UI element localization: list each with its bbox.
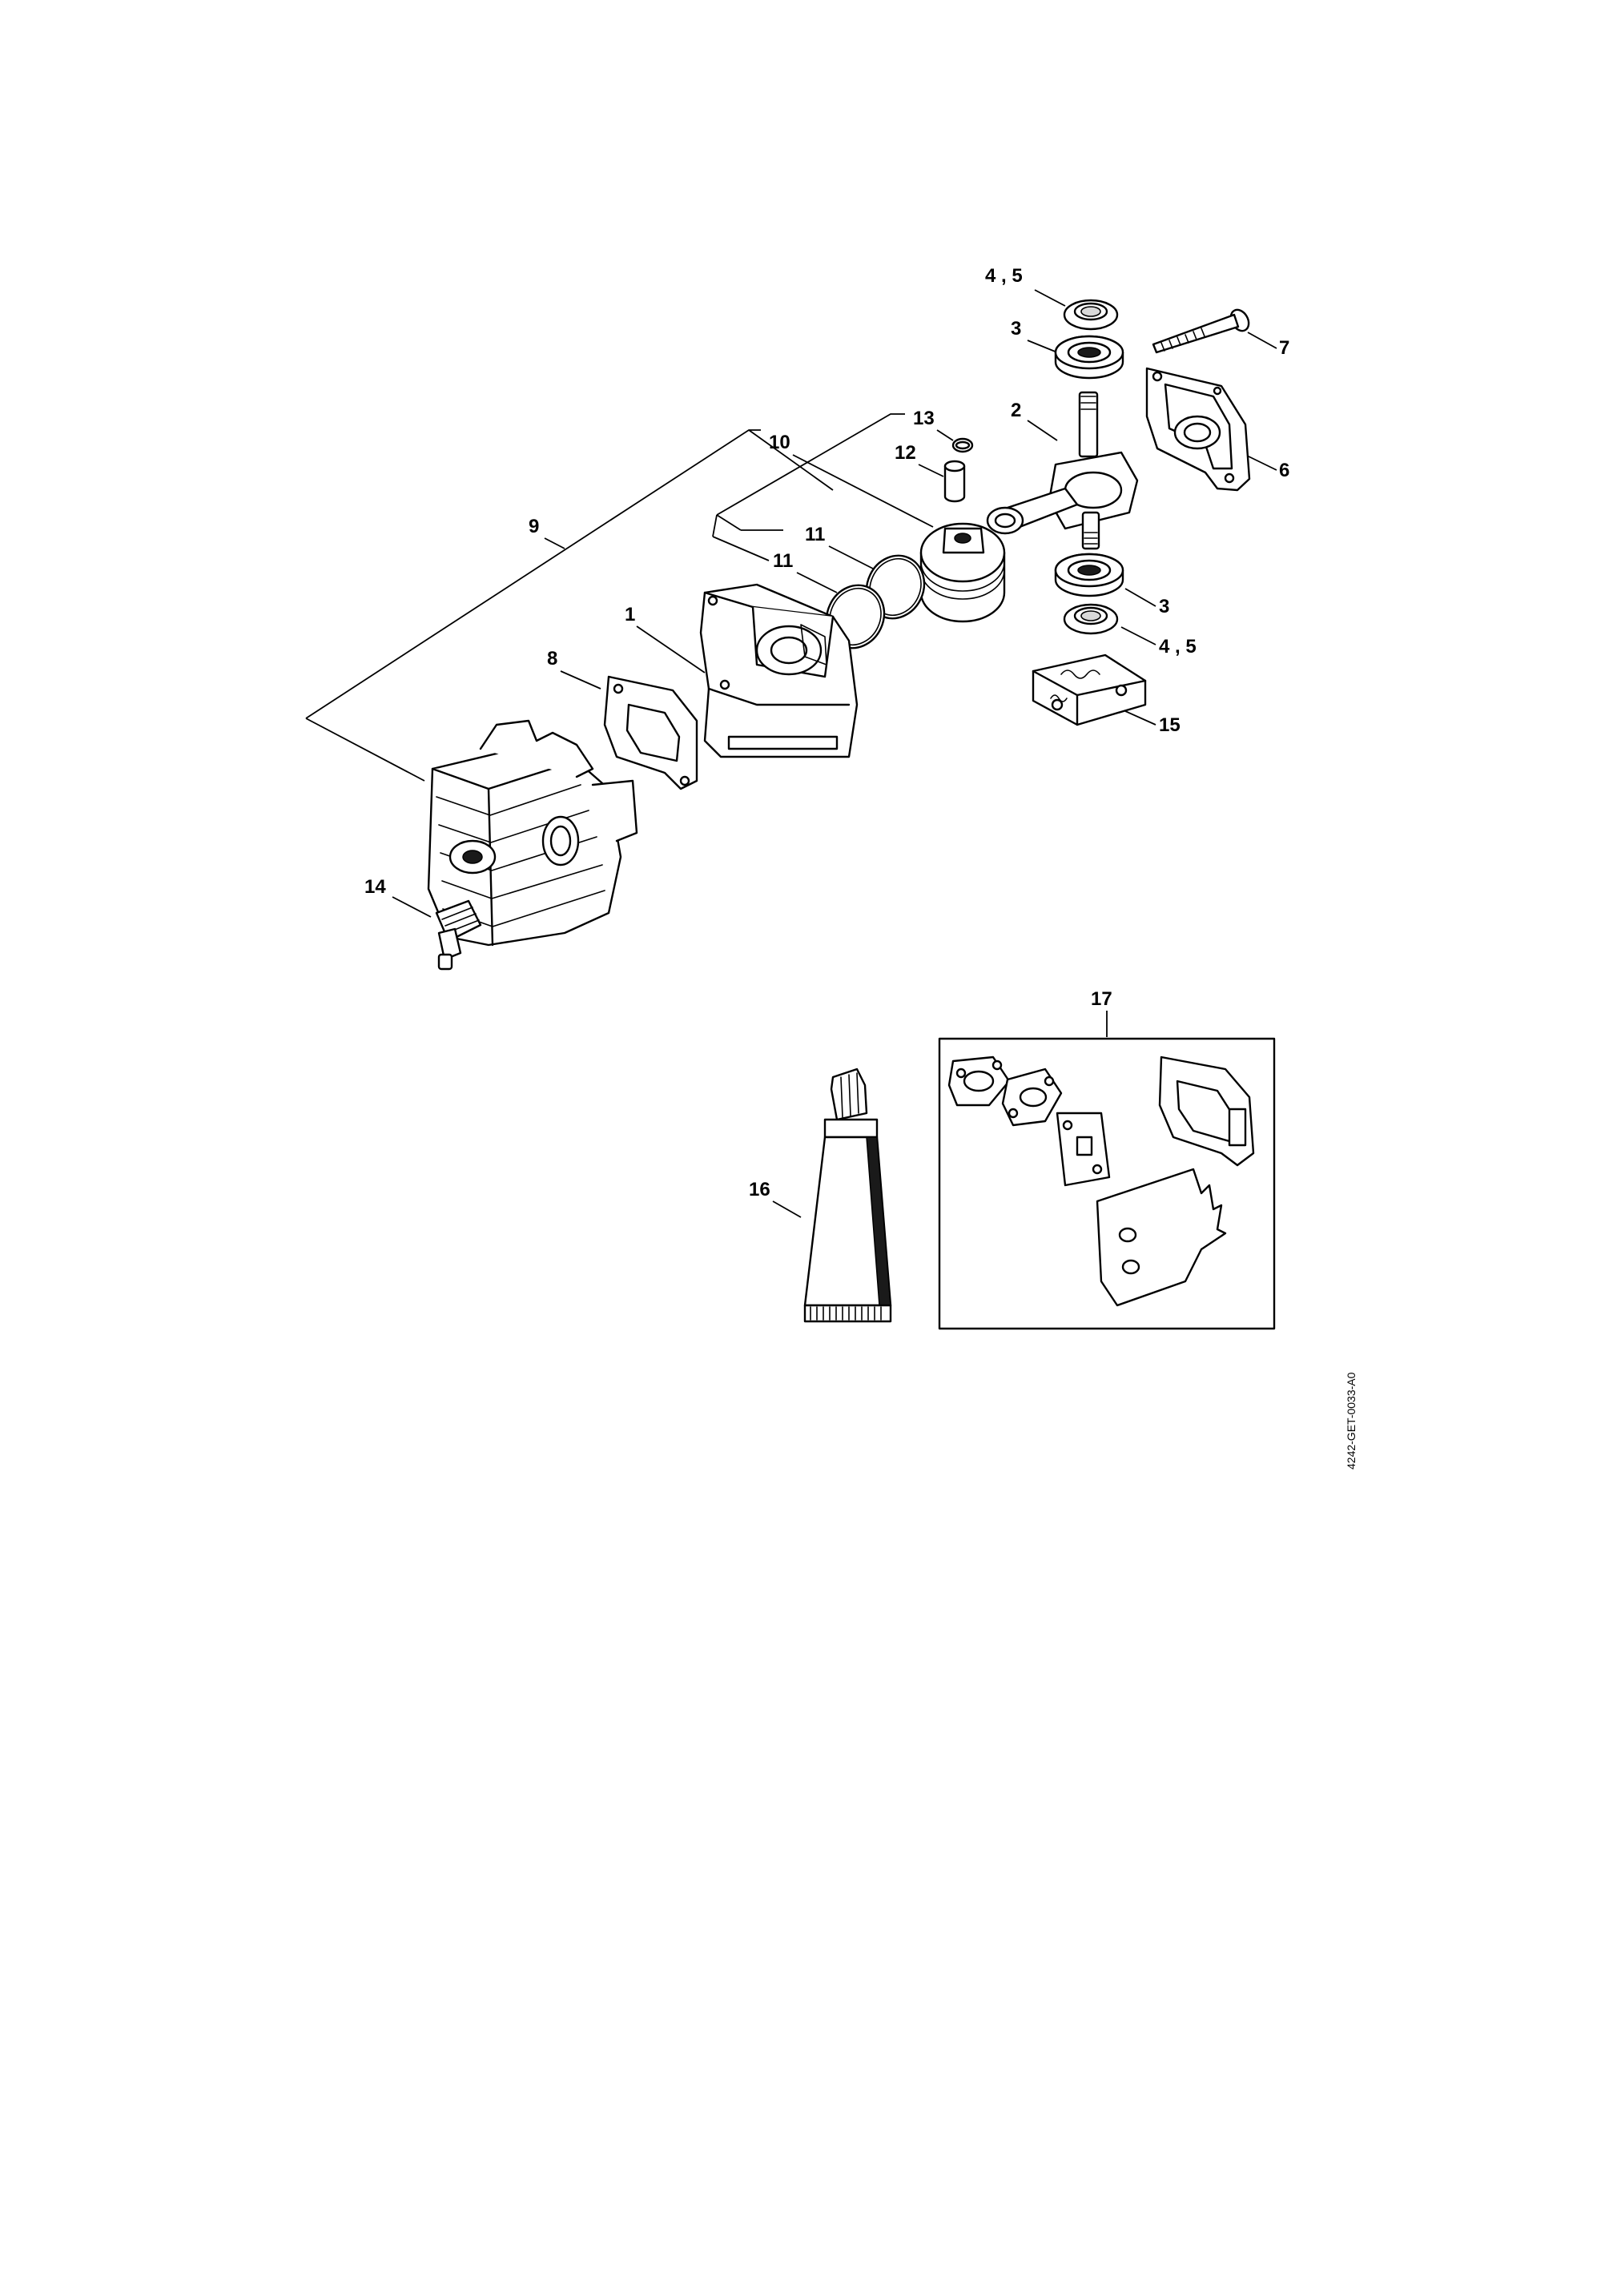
- callout-label: 12: [895, 442, 916, 464]
- callout-3-bottom: 3: [1124, 588, 1169, 617]
- crankshaft-icon: [986, 391, 1139, 550]
- cylinder-piston-assembly-icon: [427, 719, 638, 947]
- callout-14: 14: [364, 876, 432, 918]
- piston-pin-icon: [943, 460, 966, 503]
- grease-tube-icon: [803, 1068, 892, 1323]
- clutch-icon: [1032, 653, 1147, 726]
- crankcase-icon: [699, 583, 859, 758]
- callout-label: 13: [913, 408, 935, 429]
- callout-label: 1: [625, 604, 635, 625]
- gasket-set-icon: [938, 1037, 1276, 1330]
- callout-label: 6: [1279, 460, 1289, 481]
- callout-8-main: 8: [547, 648, 601, 690]
- document-number: 4242-GET-0033-A0: [1345, 1372, 1358, 1470]
- callout-16: 16: [749, 1179, 802, 1218]
- callout-1: 1: [625, 604, 706, 674]
- assembly-9-bracket: [305, 429, 834, 782]
- piston-icon: [919, 522, 1006, 623]
- callout-label: 16: [749, 1179, 770, 1200]
- callout-label: 9: [529, 516, 539, 537]
- callout-label: 8: [547, 648, 557, 669]
- callout-label: 3: [1159, 596, 1169, 617]
- callout-11-upper: 11: [805, 524, 874, 569]
- ball-bearing-icon: [1054, 553, 1124, 597]
- callout-6: 6: [1245, 454, 1289, 481]
- callout-12: 12: [895, 442, 944, 477]
- callout-7: 7: [1247, 332, 1289, 359]
- callout-label: 3: [1011, 318, 1021, 340]
- screw-icon: [1152, 308, 1250, 354]
- oil-seal-icon: [1063, 299, 1119, 331]
- spark-plug-icon: [435, 899, 482, 971]
- callout-45-bottom: 4 , 5: [1120, 626, 1197, 657]
- callout-15: 15: [1124, 710, 1181, 736]
- callout-3-top: 3: [1011, 318, 1058, 353]
- callout-label: 10: [769, 432, 790, 453]
- callout-label: 4 , 5: [1159, 636, 1197, 657]
- callout-13: 13: [913, 408, 954, 441]
- oil-seal-icon: [1063, 603, 1119, 635]
- callout-label: 4 , 5: [985, 265, 1023, 287]
- callout-11-lower: 11: [773, 550, 838, 593]
- callout-label: 7: [1279, 337, 1289, 359]
- cylinder-gasket-icon: [603, 675, 698, 790]
- callout-2: 2: [1011, 400, 1058, 441]
- callout-10: 10: [769, 432, 934, 528]
- crankcase-cover-icon: [1145, 367, 1251, 492]
- piston-group-bracket: [712, 413, 905, 561]
- circlip-icon: [951, 437, 974, 453]
- callout-9: 9: [529, 516, 565, 549]
- callout-label: 2: [1011, 400, 1021, 421]
- callout-label: 14: [364, 876, 386, 898]
- callout-17: 17: [1091, 988, 1112, 1037]
- callout-label: 17: [1091, 988, 1112, 1010]
- ball-bearing-icon: [1054, 335, 1124, 380]
- callout-label: 11: [773, 550, 793, 572]
- callout-label: 11: [805, 524, 825, 545]
- document-number-text: 4242-GET-0033-A0: [1345, 1372, 1358, 1470]
- callout-45-top: 4 , 5: [985, 265, 1066, 307]
- callout-label: 15: [1159, 714, 1181, 736]
